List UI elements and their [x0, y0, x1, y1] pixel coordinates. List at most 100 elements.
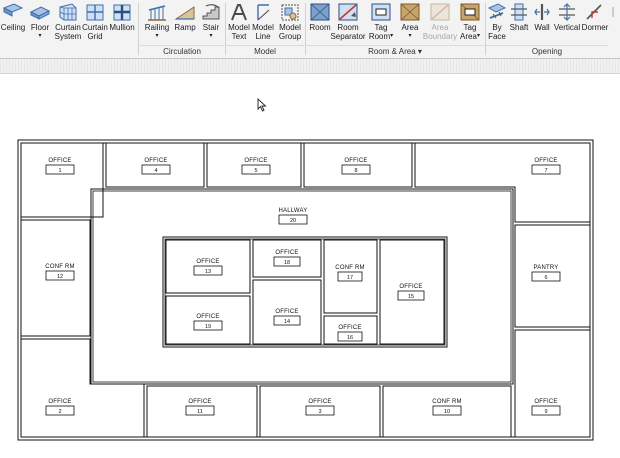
stair-dropdown-icon[interactable]: ▾	[209, 33, 213, 39]
room-16-outline[interactable]	[323, 315, 378, 345]
group-label-room-area[interactable]: Room & Area ▾	[306, 45, 484, 57]
room-17-outline[interactable]	[323, 239, 378, 314]
floor-dropdown-icon[interactable]: ▾	[38, 33, 42, 39]
tag-area-button[interactable]: Tag Area▾	[457, 2, 483, 46]
room-tag-16[interactable]: OFFICE 16	[337, 325, 363, 342]
room-1-outline[interactable]	[20, 142, 104, 218]
room-18-outline[interactable]	[252, 239, 322, 278]
room-area-expand-icon[interactable]: ▾	[417, 47, 422, 56]
room-tag-20[interactable]: HALLWAY 20	[279, 208, 308, 225]
room-7-outline[interactable]	[414, 142, 591, 223]
floor-button[interactable]: Floor ▾	[28, 2, 52, 46]
model-line-label-1: Model	[252, 23, 274, 32]
ribbon-overflow-tool[interactable]	[610, 2, 620, 46]
room-name: OFFICE	[308, 399, 331, 405]
room-tag-18[interactable]: OFFICE 18	[273, 250, 301, 267]
room-number: 6	[544, 275, 547, 281]
floor-icon	[29, 6, 51, 20]
room-name: OFFICE	[275, 250, 298, 256]
ramp-button[interactable]: Ramp	[172, 2, 198, 46]
room-12-outline[interactable]	[20, 219, 91, 337]
room-tag-15[interactable]: OFFICE 15	[397, 284, 425, 301]
room-number-box	[531, 271, 561, 282]
room-number-box	[193, 265, 223, 276]
railing-label-1: Railing	[144, 23, 170, 32]
drawing-canvas[interactable]: OFFICE 1 OFFICE 4 OFFICE 5 OFFICE 8 OFFI…	[0, 74, 620, 458]
curtain-grid-icon	[86, 4, 104, 21]
room-tag-7[interactable]: OFFICE 7	[531, 158, 561, 175]
model-group-button[interactable]: Model Group	[277, 2, 303, 46]
vertical-opening-button[interactable]: Vertical	[554, 2, 580, 46]
room-tag-14[interactable]: OFFICE 14	[273, 309, 301, 326]
railing-dropdown-icon[interactable]: ▾	[155, 33, 159, 39]
wall-opening-button[interactable]: Wall	[531, 2, 553, 46]
room-name: OFFICE	[144, 158, 167, 164]
room-10-outline[interactable]	[382, 385, 512, 438]
tag-room-dropdown-icon[interactable]: ▾	[390, 33, 394, 39]
room-13-outline[interactable]	[165, 239, 251, 294]
room-tag-8[interactable]: OFFICE 8	[341, 158, 371, 175]
room-19-outline[interactable]	[165, 295, 251, 345]
room-tag-4[interactable]: OFFICE 4	[141, 158, 171, 175]
room-4-outline[interactable]	[105, 142, 205, 188]
room-separator-button[interactable]: Room Separator	[330, 2, 366, 46]
room-tag-6[interactable]: PANTRY 6	[531, 265, 561, 282]
room-number-box	[432, 405, 462, 416]
room-tag-5[interactable]: OFFICE 5	[241, 158, 271, 175]
room-tag-12[interactable]: CONF RM 12	[45, 264, 75, 281]
railing-button[interactable]: Railing ▾	[144, 2, 170, 46]
room-2-outline[interactable]	[20, 338, 145, 438]
room-tag-3[interactable]: OFFICE 3	[305, 399, 335, 416]
room-name: OFFICE	[48, 399, 71, 405]
room-15-outline[interactable]	[379, 239, 445, 345]
room-tag-10[interactable]: CONF RM 10	[432, 399, 462, 416]
room-number-box	[45, 405, 75, 416]
room-tag-19[interactable]: OFFICE 19	[193, 314, 223, 331]
ramp-icon	[174, 6, 195, 20]
model-text-button[interactable]: Model Text	[227, 2, 251, 46]
room-number: 20	[290, 218, 296, 224]
floor-plan[interactable]: OFFICE 1 OFFICE 4 OFFICE 5 OFFICE 8 OFFI…	[0, 74, 620, 458]
shaft-button[interactable]: Shaft	[508, 2, 530, 46]
room-tag-13[interactable]: OFFICE 13	[193, 259, 223, 276]
tag-room-icon	[371, 3, 391, 21]
room-tag-1[interactable]: OFFICE 1	[45, 158, 75, 175]
area-button[interactable]: Area ▾	[397, 2, 423, 46]
mullion-icon	[113, 4, 131, 21]
room-11-outline[interactable]	[146, 385, 258, 438]
curtain-grid-button[interactable]: Curtain Grid	[82, 2, 108, 46]
room-3-outline[interactable]	[259, 385, 381, 438]
area-boundary-button[interactable]: Area Boundary	[423, 2, 457, 46]
room-8-outline[interactable]	[303, 142, 413, 188]
mouse-cursor-icon	[257, 98, 267, 112]
room-6-outline[interactable]	[514, 224, 591, 328]
room-9-outline[interactable]	[514, 329, 591, 438]
tag-room-button[interactable]: Tag Room▾	[368, 2, 394, 46]
room-tag-2[interactable]: OFFICE 2	[45, 399, 75, 416]
room-5-outline[interactable]	[206, 142, 302, 188]
model-line-button[interactable]: Model Line	[251, 2, 275, 46]
room-14-outline[interactable]	[252, 279, 322, 345]
group-label-opening: Opening	[486, 45, 608, 57]
wall-opening-icon	[534, 4, 550, 20]
tag-room-label-2: Room	[368, 32, 391, 41]
stair-button[interactable]: Stair ▾	[199, 2, 223, 46]
room-tag-9[interactable]: OFFICE 9	[531, 399, 561, 416]
room-number: 14	[284, 319, 290, 325]
ceiling-button[interactable]: Ceiling	[0, 2, 26, 46]
room-button[interactable]: Room	[307, 2, 333, 46]
by-face-button[interactable]: By Face	[486, 2, 508, 46]
mullion-button[interactable]: Mullion	[109, 2, 135, 46]
room-tag-17[interactable]: CONF RM 17	[335, 265, 365, 282]
dormer-button[interactable]: Dormer	[582, 2, 608, 46]
room-name: OFFICE	[534, 158, 557, 164]
room-tag-11[interactable]: OFFICE 11	[185, 399, 215, 416]
ribbon-separator	[225, 3, 226, 55]
by-face-icon	[487, 3, 507, 19]
room-area-group-text: Room & Area	[368, 47, 416, 56]
area-dropdown-icon[interactable]: ▾	[408, 33, 412, 39]
curtain-system-button[interactable]: Curtain System	[54, 2, 82, 46]
core-wall-inner	[164, 238, 446, 346]
model-group-icon	[281, 4, 299, 21]
tag-area-dropdown-icon[interactable]: ▾	[476, 33, 480, 39]
